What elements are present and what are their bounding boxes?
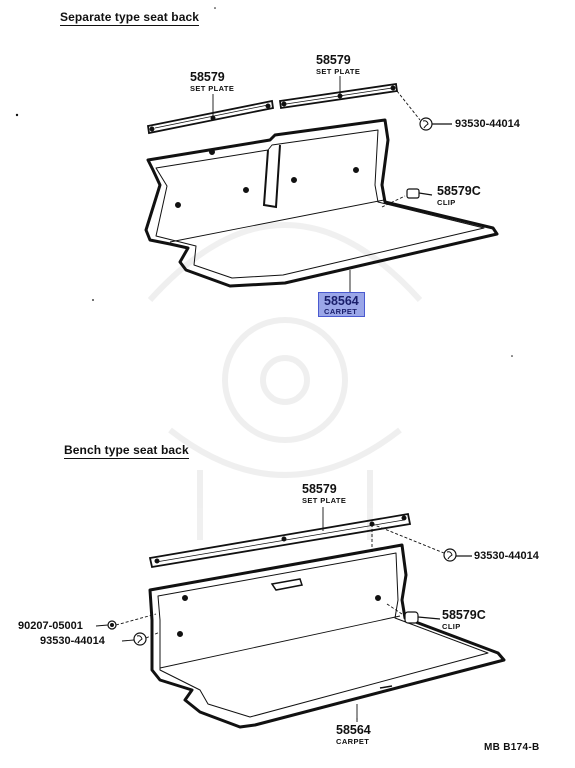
part-name: SET PLATE: [302, 495, 347, 505]
part-name: CARPET: [336, 736, 370, 746]
bench-carpet-callout[interactable]: 58564 CARPET: [336, 724, 371, 745]
part-number: 58579C: [442, 608, 486, 622]
part-number: 58564: [336, 723, 371, 737]
bench-clip-callout[interactable]: 58579C CLIP: [442, 609, 486, 630]
scan-specks: [15, 7, 513, 357]
bench-clip-part: [404, 611, 441, 624]
bench-washer-callout[interactable]: 90207-05001: [18, 620, 83, 632]
sep-carpet-callout-highlighted[interactable]: 58564 CARPET: [318, 292, 365, 317]
part-name: SET PLATE: [190, 83, 235, 93]
sep-set-plate-left-part: [146, 99, 275, 135]
part-number: 58579: [190, 70, 225, 84]
separate-type-heading: Separate type seat back: [60, 10, 200, 26]
sep-set-plate-right-part: [278, 82, 399, 110]
part-number: 58579C: [437, 184, 481, 198]
bench-screw-right-part: [443, 548, 472, 562]
bench-type-heading: Bench type seat back: [64, 443, 189, 459]
bench-screw-right-callout[interactable]: 93530-44014: [474, 550, 539, 562]
sep-carpet-part: [144, 118, 499, 288]
part-number: 58579: [316, 53, 351, 67]
sep-screw-part: [419, 117, 452, 131]
sep-set-plate-right-callout[interactable]: 58579 SET PLATE: [316, 54, 360, 75]
sep-set-plate-left-callout[interactable]: 58579 SET PLATE: [190, 71, 234, 92]
part-number: 58579: [302, 482, 337, 496]
sep-screw-callout[interactable]: 93530-44014: [455, 118, 520, 130]
bench-screw-left-part: [133, 632, 147, 646]
part-name: CLIP: [442, 621, 461, 631]
sep-leaders: [212, 76, 421, 292]
part-number: 58564: [324, 294, 359, 308]
bench-set-plate-part: [148, 512, 412, 569]
part-name: SET PLATE: [316, 66, 361, 76]
watermark-logo: [147, 222, 423, 540]
bench-leaders: [95, 507, 445, 722]
bench-set-plate-callout[interactable]: 58579 SET PLATE: [302, 483, 346, 504]
sep-clip-part: [406, 188, 433, 199]
part-name: CARPET: [324, 306, 358, 316]
drawing-code: MB B174-B: [484, 742, 540, 753]
sep-clip-callout[interactable]: 58579C CLIP: [437, 185, 481, 206]
bench-carpet-part: [148, 543, 506, 729]
bench-screw-left-callout[interactable]: 93530-44014: [40, 635, 105, 647]
part-name: CLIP: [437, 197, 456, 207]
bench-washer-part: [107, 620, 117, 630]
